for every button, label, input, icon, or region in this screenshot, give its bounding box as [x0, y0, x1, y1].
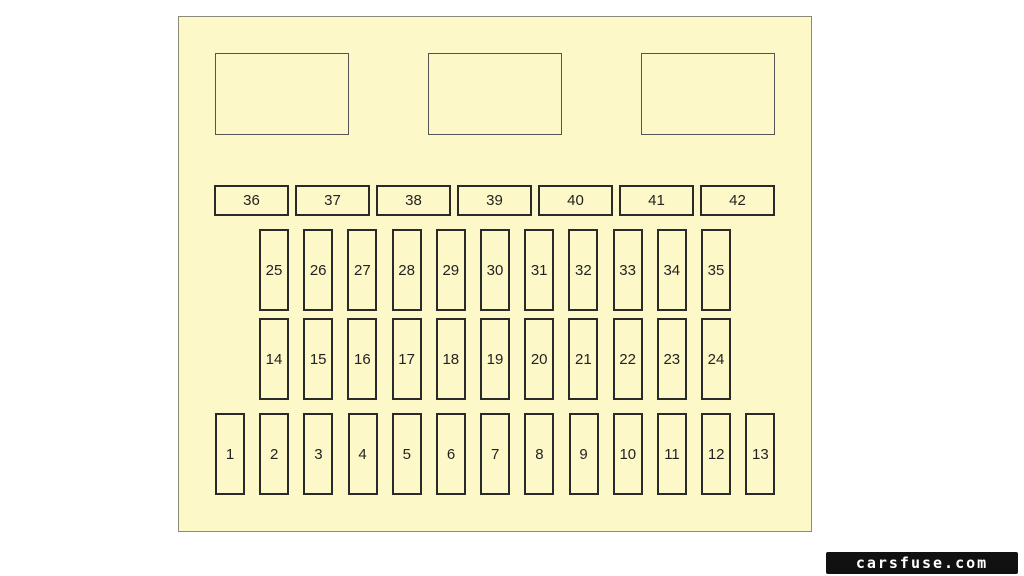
fuse-21: 21 — [568, 318, 599, 400]
fuse-29: 29 — [435, 229, 466, 311]
fuse-3: 3 — [303, 413, 334, 495]
fuse-5: 5 — [391, 413, 422, 495]
fuse-33: 33 — [612, 229, 643, 311]
relay-slot-1 — [215, 53, 349, 135]
fuse-7: 7 — [480, 413, 511, 495]
fuse-2: 2 — [259, 413, 290, 495]
fuse-18: 18 — [435, 318, 466, 400]
fuse-24: 24 — [701, 318, 731, 400]
fuse-15: 15 — [303, 318, 334, 400]
fuse-30: 30 — [480, 229, 510, 311]
fuse-4: 4 — [347, 413, 378, 495]
relay-slot-3 — [641, 53, 775, 135]
fuse-10: 10 — [612, 413, 643, 495]
fuse-38: 38 — [376, 185, 451, 216]
fuse-20: 20 — [524, 318, 555, 400]
fuse-39: 39 — [457, 185, 532, 216]
fuse-11: 11 — [657, 413, 687, 495]
fuse-26: 26 — [303, 229, 334, 311]
fuse-1: 1 — [215, 413, 245, 495]
fuse-36: 36 — [214, 185, 289, 216]
fuse-31: 31 — [524, 229, 555, 311]
fuse-12: 12 — [701, 413, 732, 495]
fuse-35: 35 — [701, 229, 731, 311]
fuse-9: 9 — [568, 413, 599, 495]
watermark-logo: carsfuse.com — [826, 552, 1018, 574]
fuse-37: 37 — [295, 185, 370, 216]
fuse-28: 28 — [391, 229, 422, 311]
fuse-41: 41 — [619, 185, 694, 216]
fuse-40: 40 — [538, 185, 613, 216]
fuse-27: 27 — [347, 229, 378, 311]
fuse-8: 8 — [524, 413, 555, 495]
fuse-25: 25 — [259, 229, 289, 311]
fuse-13: 13 — [745, 413, 776, 495]
fuse-6: 6 — [436, 413, 466, 495]
fuse-34: 34 — [656, 229, 687, 311]
fuse-16: 16 — [347, 318, 378, 400]
relay-slot-2 — [428, 53, 562, 135]
fuse-14: 14 — [259, 318, 289, 400]
fuse-23: 23 — [656, 318, 687, 400]
fuse-32: 32 — [568, 229, 599, 311]
fuse-17: 17 — [391, 318, 422, 400]
fuse-19: 19 — [480, 318, 510, 400]
fuse-22: 22 — [612, 318, 643, 400]
fuse-42: 42 — [700, 185, 775, 216]
